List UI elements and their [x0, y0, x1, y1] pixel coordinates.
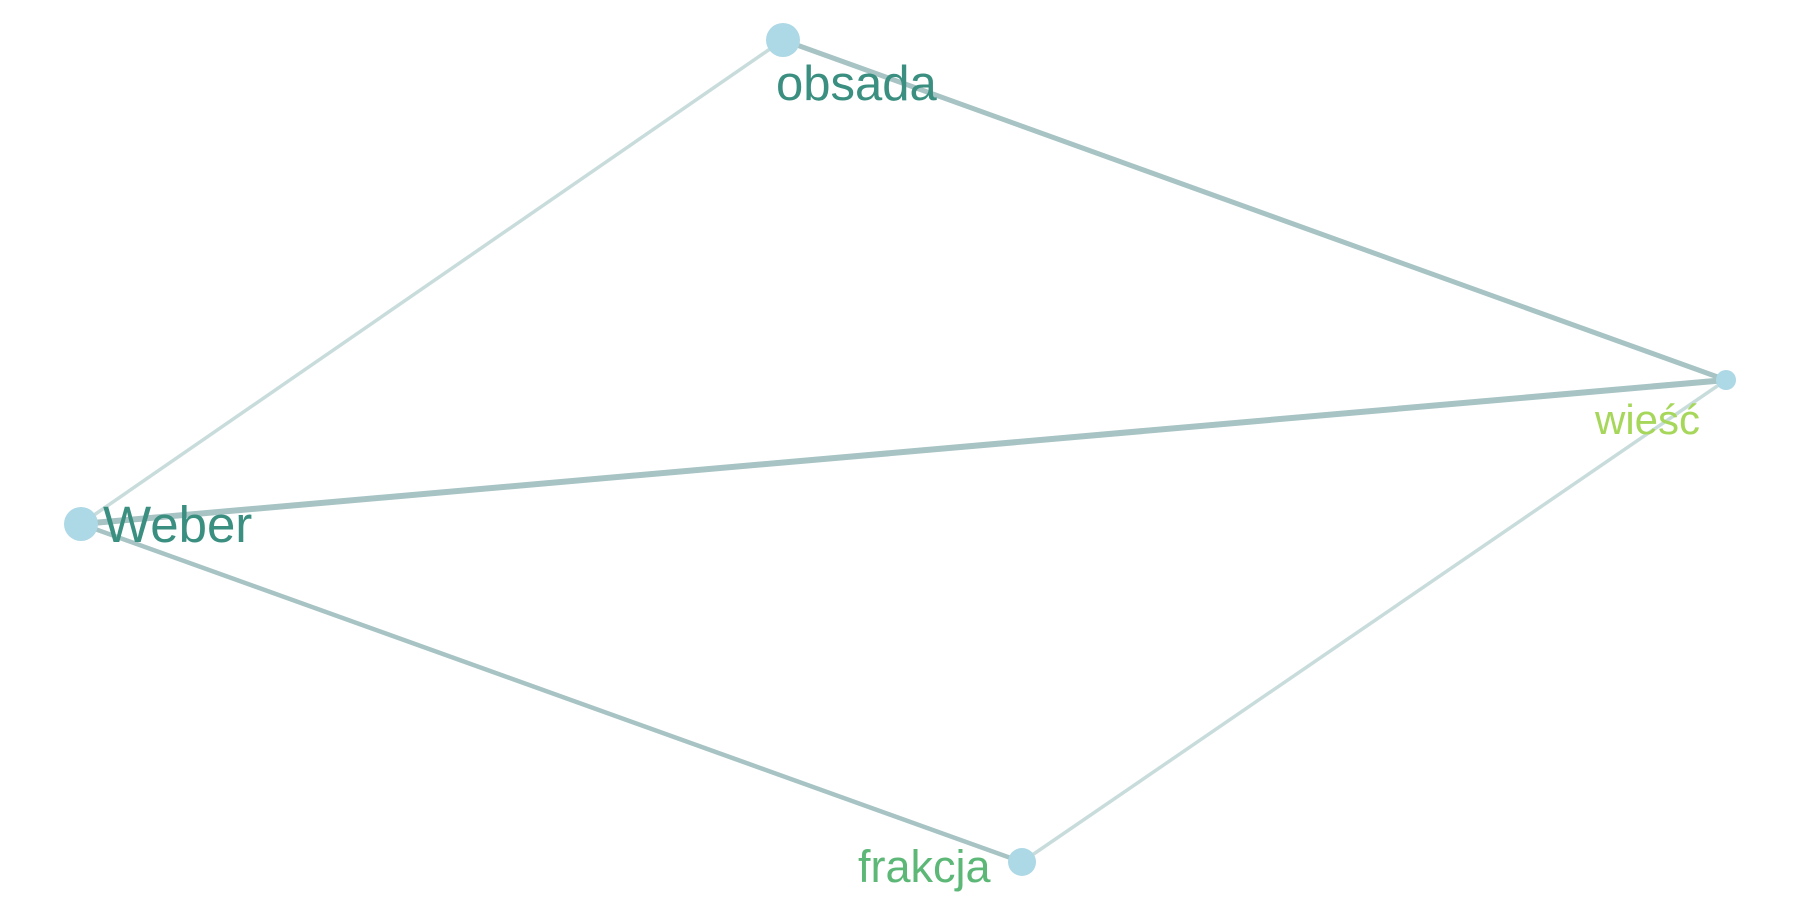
node-frakcja[interactable]	[1008, 848, 1036, 876]
node-label-wiesc: wieść	[1594, 396, 1700, 443]
edge-obsada-wiesc	[780, 37, 1729, 383]
edges-layer	[78, 37, 1729, 865]
edge-weber-wiesc	[78, 377, 1729, 527]
node-label-frakcja: frakcja	[858, 841, 992, 892]
edge-frakcja-wiesc	[1020, 378, 1728, 864]
node-label-weber: Weber	[103, 496, 252, 553]
node-label-obsada: obsada	[776, 57, 938, 111]
nodes-layer	[64, 23, 1736, 876]
edge-weber-frakcja	[78, 521, 1025, 865]
node-wiesc[interactable]	[1716, 370, 1736, 390]
node-weber[interactable]	[64, 507, 98, 541]
edge-obsada-weber	[79, 38, 785, 526]
node-obsada[interactable]	[766, 23, 800, 57]
